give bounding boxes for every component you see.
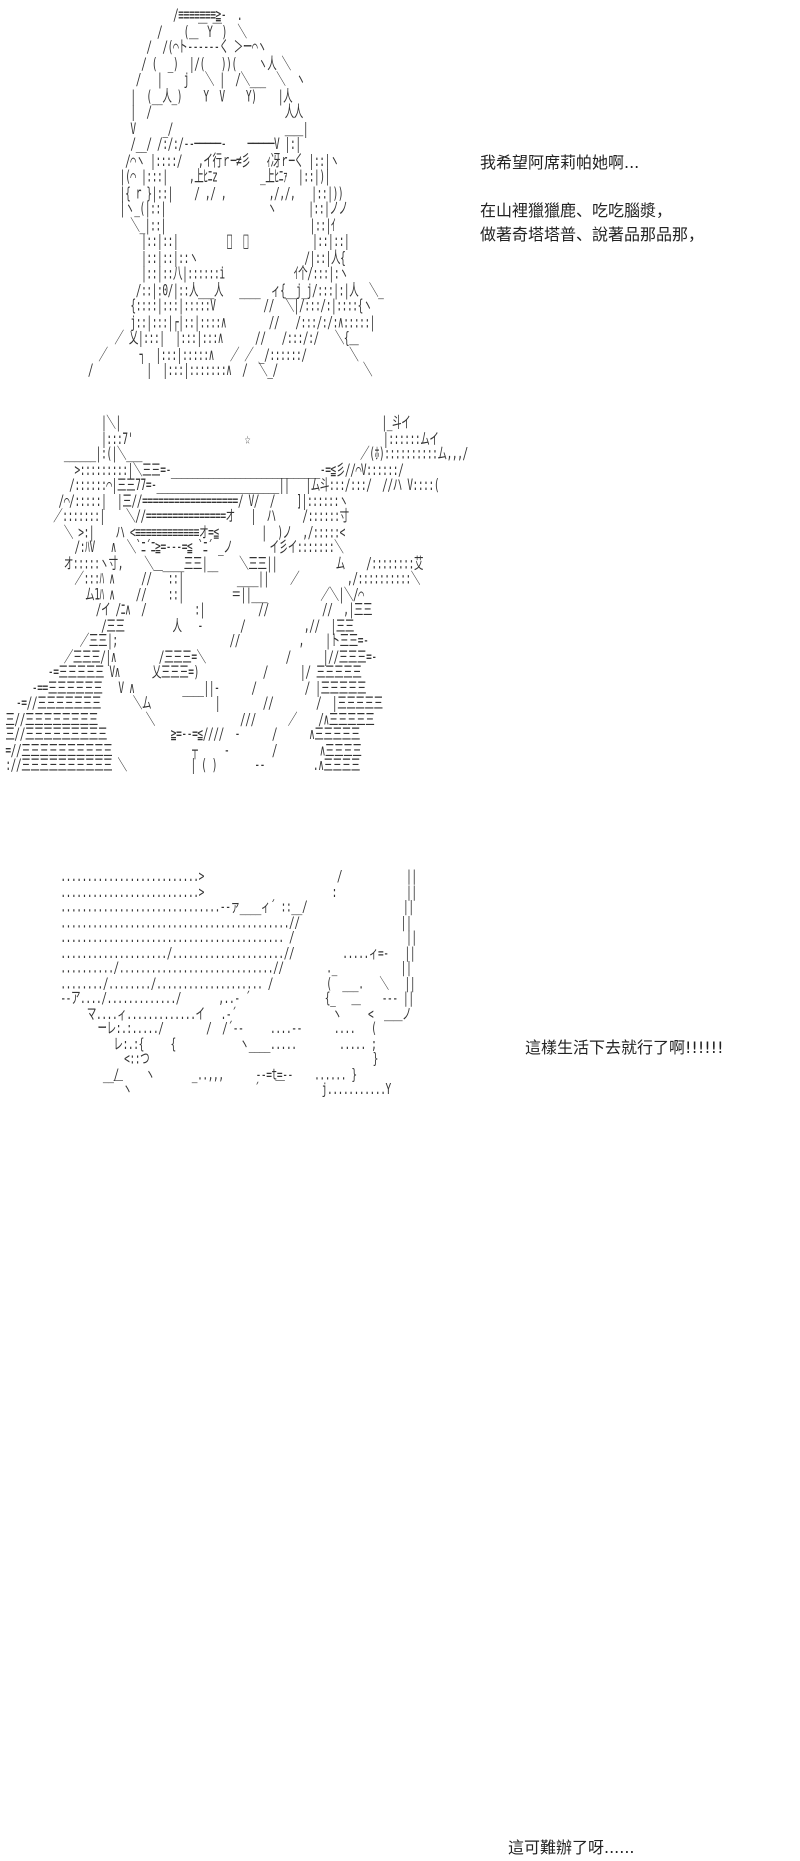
caption-line: 做著奇塔塔普、說著品那品那，	[480, 225, 705, 244]
caption-line: 這可難辦了呀......	[508, 1838, 635, 1857]
panel-3: ..........................> / || .......…	[0, 860, 800, 1857]
caption-line: 在山裡獵獵鹿、吃吃腦漿，	[480, 201, 673, 220]
panel-2: |＼| |_斗イ |:::7' ☆ |::::::ムイ ______|:(|＼_…	[0, 410, 800, 1057]
ascii-art-officer-star-cap: |＼| |_斗イ |:::7' ☆ |::::::ムイ ______|:(|＼_…	[5, 414, 468, 776]
caption-line: 我希望阿席莉帕她啊...	[480, 153, 640, 172]
ascii-art-slumped-figure: ..........................> / || .......…	[60, 868, 417, 1099]
caption-line: 這樣生活下去就行了啊!!!!!!	[525, 1038, 724, 1057]
panel-1: /≡≡≡≡≡≡≡≧- . / (＿￣Y￣) ＼ / /(⌒ト------く ＞ー…	[0, 0, 800, 410]
ascii-art-girl-bandana: /≡≡≡≡≡≡≡≧- . / (＿￣Y￣) ＼ / /(⌒ト------く ＞ー…	[87, 6, 384, 381]
